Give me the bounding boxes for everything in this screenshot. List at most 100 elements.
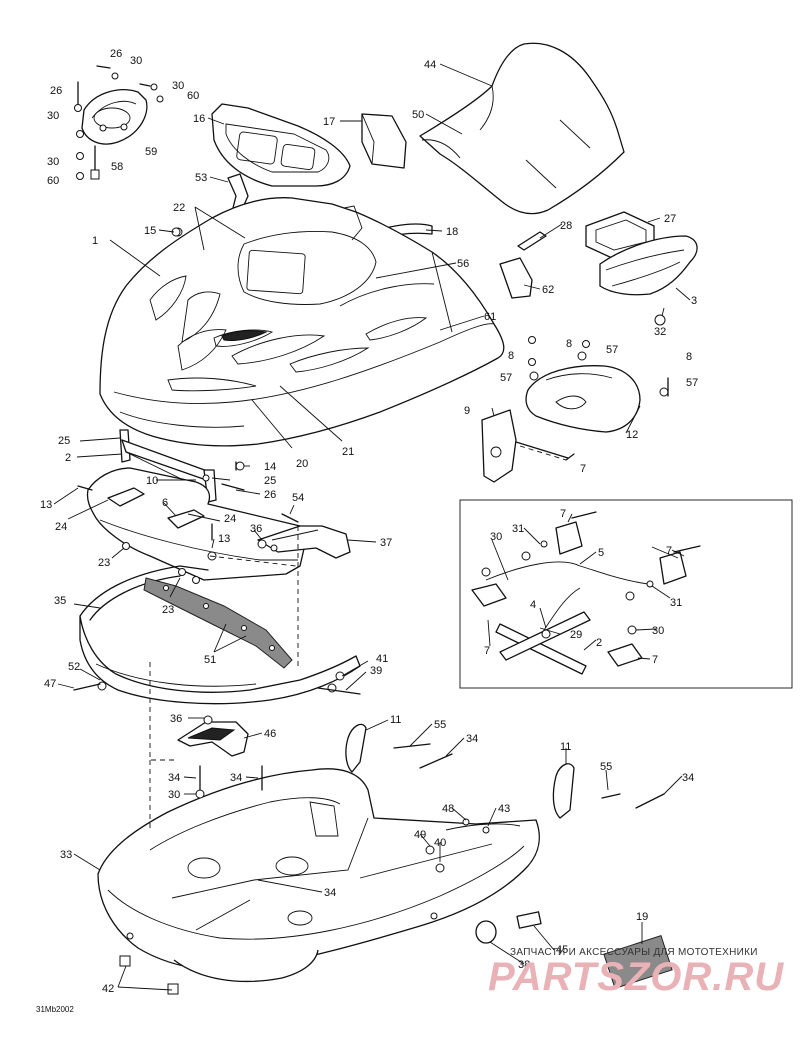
bracket-46 [177,721,249,757]
hood-1 [99,197,505,447]
callout: 27 [664,213,676,225]
callout-labels: 26 30 26 30 60 30 59 30 58 60 44 50 16 1… [40,48,698,995]
callout: 20 [296,458,308,470]
callout: 5 [598,547,604,559]
callout: 1 [92,235,98,247]
callout: 55 [434,719,446,731]
callout: 10 [146,475,158,487]
callout: 13 [218,533,230,545]
callout: 59 [145,146,157,158]
callout: 57 [500,372,512,384]
callout: 31 [512,523,524,535]
callout: 23 [162,604,174,616]
bracket-9 [481,409,517,483]
callout: 58 [111,161,123,173]
callout: 18 [446,226,458,238]
callout: 52 [68,661,80,673]
callout: 49 [414,829,426,841]
callout: 30 [47,156,59,168]
callout: 12 [626,429,638,441]
front-bracket-assembly [86,429,307,584]
callout: 30 [47,110,59,122]
callout: 30 [168,789,180,801]
callout: 29 [570,629,582,641]
callout: 25 [264,475,276,487]
console-cover-16 [211,103,351,187]
callout: 46 [264,728,276,740]
callout: 13 [40,499,52,511]
callout: 55 [600,761,612,773]
callout: 7 [484,645,490,657]
figure-code: 31Mb2002 [36,1005,74,1014]
callout: 30 [130,55,142,67]
reinforcement-51 [143,577,293,669]
callout: 23 [98,557,110,569]
callout: 34 [324,887,336,899]
inset-detail [459,499,793,689]
callout: 24 [55,521,67,533]
callout: 53 [195,172,207,184]
watermark-logo: PARTSZOR.RU [488,955,784,999]
headlight-housing-59 [74,65,164,180]
callout: 11 [560,741,571,753]
watermark: ЗАПЧАСТИ И АКСЕССУАРЫ ДЛЯ МОТОТЕХНИКИ PA… [488,947,784,999]
callout: 31 [670,597,682,609]
callout: 38 [518,959,530,971]
callout: 41 [376,653,388,665]
callout: 11 [390,714,401,726]
callout: 37 [380,537,392,549]
callout: 32 [654,326,666,338]
callout: 61 [484,311,496,323]
windshield-44 [419,42,625,215]
callout: 24 [224,513,236,525]
belly-pan-33 [97,768,673,990]
callout: 8 [566,338,572,350]
callout: 43 [498,803,510,815]
watermark-caption: ЗАПЧАСТИ И АКСЕССУАРЫ ДЛЯ МОТОТЕХНИКИ [510,947,758,958]
callout: 48 [442,803,454,815]
callout: 45 [556,944,568,956]
callout: 7 [652,654,658,666]
callout: 15 [144,225,156,237]
callout: 34 [682,772,694,784]
callout: 36 [250,523,262,535]
callout: 2 [596,637,602,649]
callout: 7 [666,545,672,557]
callout: 16 [193,113,205,125]
callout: 42 [102,983,114,995]
callout: 33 [60,849,72,861]
callout: 2 [65,452,71,464]
callout: 62 [542,284,554,296]
callout: 34 [466,733,478,745]
callout: 22 [173,202,185,214]
console-3 [599,235,698,296]
callout: 26 [50,85,62,97]
callout: 47 [44,678,56,690]
callout: 4 [530,599,536,611]
callout: 44 [424,59,436,71]
callout: 25 [58,435,70,447]
callout: 54 [292,492,304,504]
callout: 50 [412,109,424,121]
callout: 51 [204,654,216,666]
callout: 34 [230,772,242,784]
pad-17 [361,113,407,169]
callout: 35 [54,595,66,607]
callout: 39 [370,665,382,677]
callout: 57 [606,344,618,356]
callout: 7 [560,508,566,520]
callout: 28 [560,220,572,232]
callout: 14 [264,461,276,473]
leader-lines [53,63,691,991]
callout: 40 [434,837,446,849]
callout: 17 [323,116,335,128]
callout: 57 [686,377,698,389]
callout: 30 [652,625,664,637]
callout: 19 [636,911,648,923]
callout: 30 [172,80,184,92]
callout: 8 [508,350,514,362]
callout: 56 [457,258,469,270]
callout: 6 [162,497,168,509]
crossmember-37 [257,525,351,559]
callout: 26 [264,489,276,501]
